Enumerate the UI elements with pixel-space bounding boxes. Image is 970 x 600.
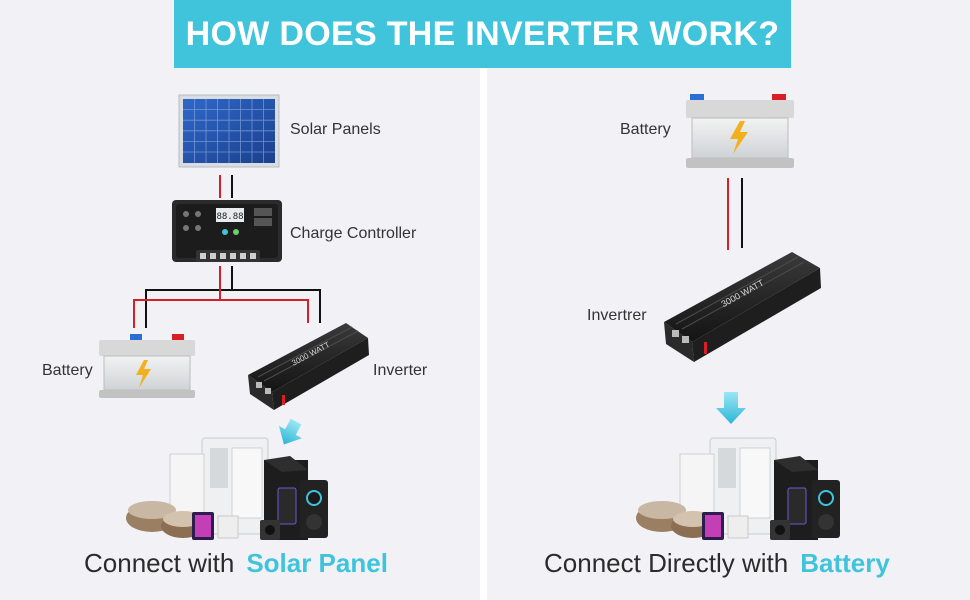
page-title: HOW DOES THE INVERTER WORK? xyxy=(185,14,780,53)
down-arrow-icon xyxy=(716,392,746,424)
title-banner: HOW DOES THE INVERTER WORK? xyxy=(174,0,791,68)
label-inverter-right: Invertrer xyxy=(587,307,647,324)
wire-controller-loads xyxy=(133,266,321,328)
label-solar-panels: Solar Panels xyxy=(290,121,381,138)
appliances-icon xyxy=(126,437,328,540)
wire-battery-inverter xyxy=(727,178,743,250)
wire-solar-controller xyxy=(219,175,233,198)
battery-icon xyxy=(99,334,195,398)
inverter-icon: 3000 WATT xyxy=(248,323,369,410)
label-battery-left: Battery xyxy=(42,362,93,379)
caption-right-prefix: Connect Directly with xyxy=(544,548,789,578)
caption-right: Connect Directly with Battery xyxy=(544,548,890,579)
controller-display-text: 88.88 xyxy=(216,212,243,222)
solar-panel-icon xyxy=(178,94,280,168)
panel-divider xyxy=(480,0,487,600)
label-inverter-left: Inverter xyxy=(373,362,428,379)
inverter-icon: 3000 WATT xyxy=(664,252,821,362)
charge-controller-icon: 88.88 xyxy=(172,200,282,262)
caption-right-accent: Battery xyxy=(800,548,890,578)
caption-left: Connect with Solar Panel xyxy=(84,548,388,579)
battery-icon xyxy=(686,94,794,168)
caption-left-accent: Solar Panel xyxy=(246,548,388,578)
caption-left-prefix: Connect with xyxy=(84,548,235,578)
label-battery-right: Battery xyxy=(620,121,671,138)
appliances-icon xyxy=(636,437,840,540)
down-arrow-icon xyxy=(278,418,302,445)
label-charge-controller: Charge Controller xyxy=(290,225,417,242)
